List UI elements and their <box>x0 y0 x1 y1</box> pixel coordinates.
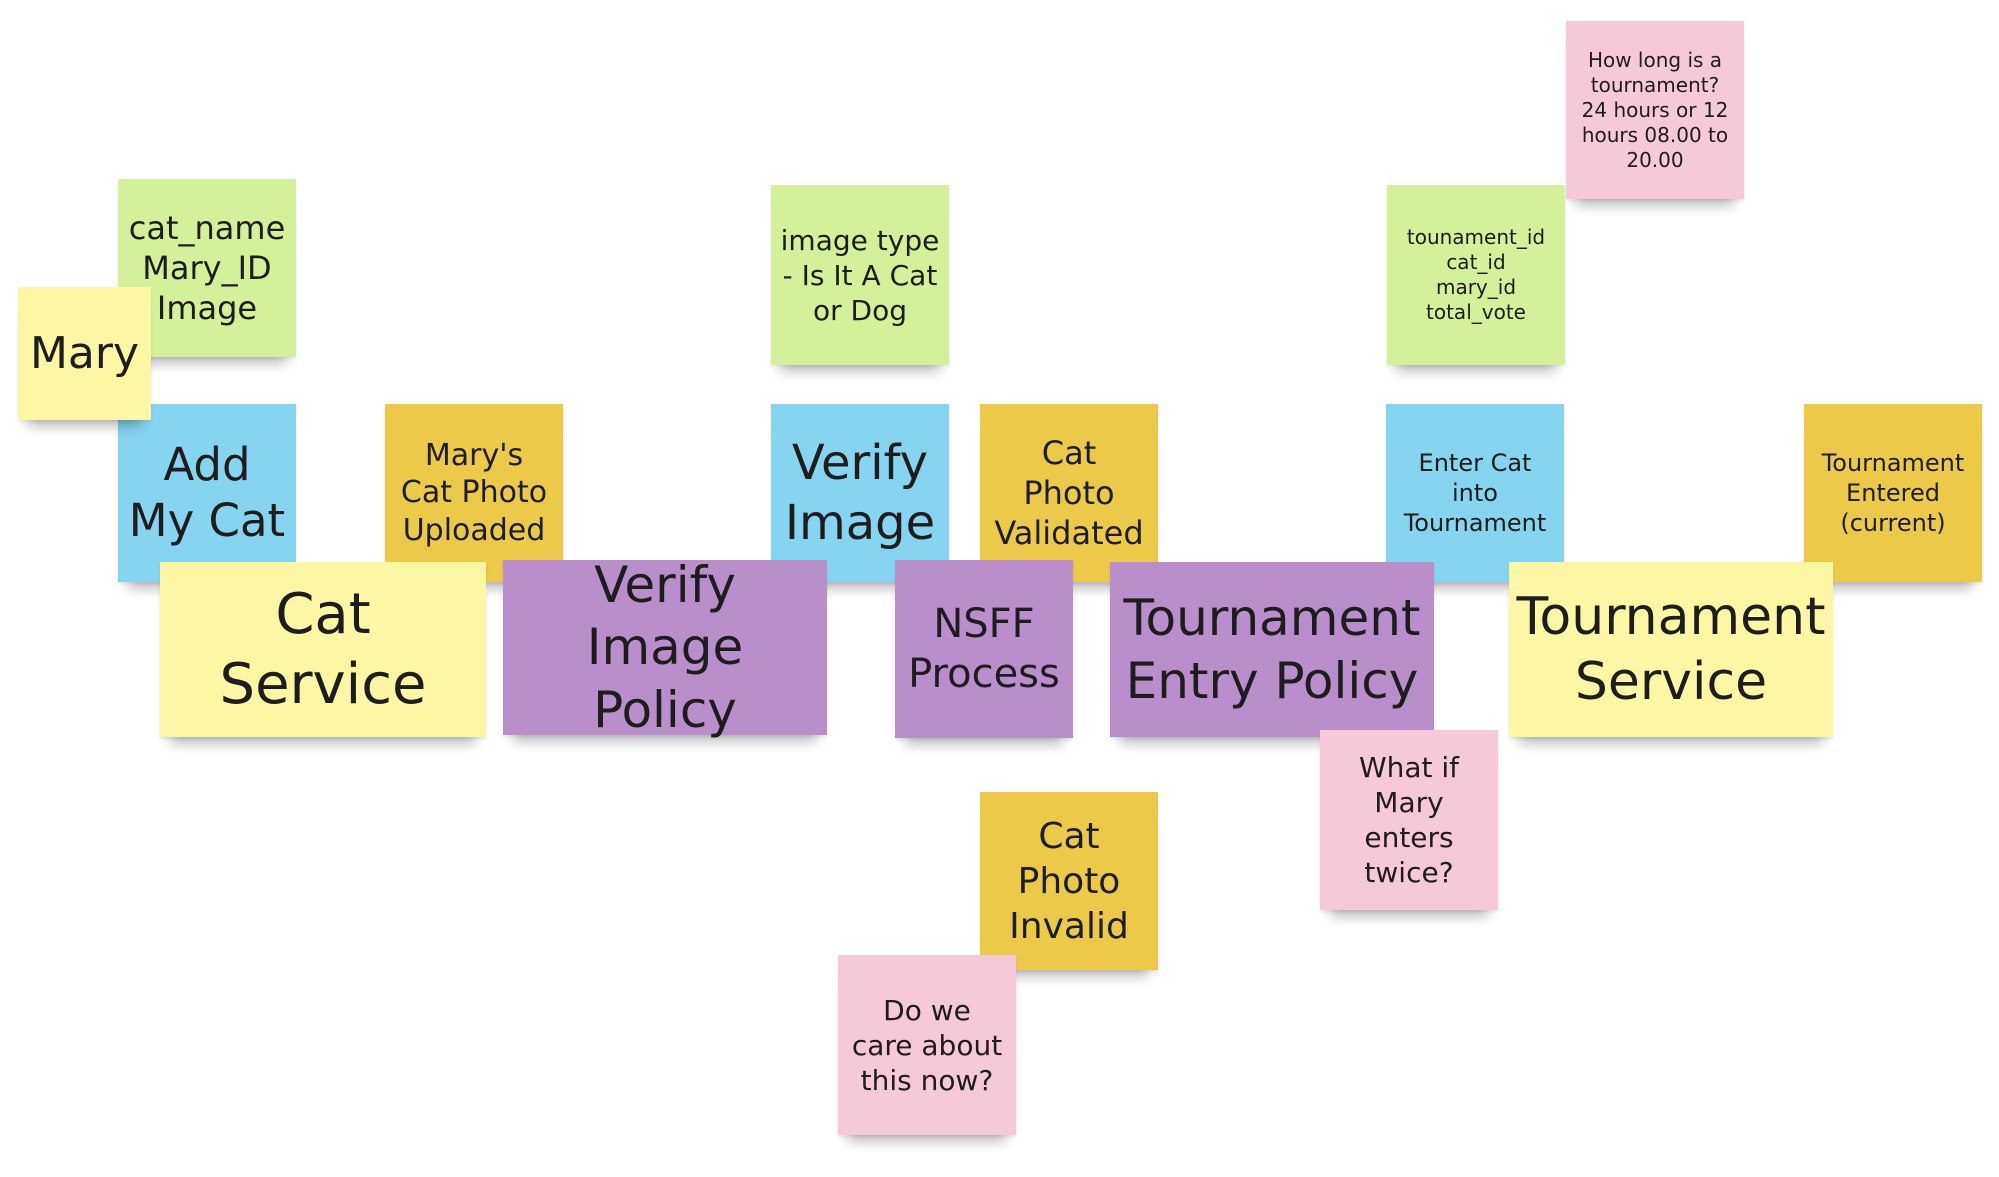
cat-photo-uploaded-event-note[interactable]: Mary's Cat Photo Uploaded <box>385 404 563 582</box>
tournament-entered-event-text: Tournament Entered (current) <box>1821 449 1965 537</box>
enters-twice-question-text: What if Mary enters twice? <box>1358 751 1460 889</box>
care-question-note[interactable]: Do we care about this now? <box>838 955 1016 1135</box>
verify-image-policy-note[interactable]: Verify Image Policy <box>503 556 827 739</box>
tournament-duration-question-text: How long is a tournament? 24 hours or 12… <box>1581 47 1729 172</box>
tournament-service-text: Tournament Service <box>1516 586 1826 712</box>
add-my-cat-command-note[interactable]: Add My Cat <box>118 404 296 582</box>
tournament-entry-policy-note[interactable]: Tournament Entry Policy <box>1110 562 1434 737</box>
cat-photo-validated-event-note[interactable]: Cat Photo Validated <box>980 404 1158 582</box>
image-type-data-note[interactable]: image type - Is It A Cat or Dog <box>771 185 949 365</box>
tournament-entry-policy-text: Tournament Entry Policy <box>1123 589 1421 710</box>
cat-photo-validated-event-text: Cat Photo Validated <box>994 434 1144 552</box>
verify-image-policy-text: Verify Image Policy <box>586 555 744 739</box>
enters-twice-question-note[interactable]: What if Mary enters twice? <box>1320 730 1498 910</box>
add-my-cat-command-text: Add My Cat <box>128 437 286 547</box>
tournament-service-note[interactable]: Tournament Service <box>1509 562 1833 737</box>
cat-data-text: cat_name Mary_ID Image <box>128 209 286 327</box>
tournament-entered-event-note[interactable]: Tournament Entered (current) <box>1804 404 1982 582</box>
mary-actor-note[interactable]: Mary <box>18 287 151 420</box>
nsff-process-note[interactable]: NSFF Process <box>895 560 1073 738</box>
cat-photo-uploaded-event-text: Mary's Cat Photo Uploaded <box>400 437 548 548</box>
verify-image-command-note[interactable]: Verify Image <box>771 404 949 582</box>
tournament-data-text: tounament_id cat_id mary_id total_vote <box>1406 225 1546 324</box>
cat-service-note[interactable]: Cat Service <box>160 562 486 737</box>
verify-image-command-text: Verify Image <box>784 435 936 551</box>
enter-cat-command-note[interactable]: Enter Cat into Tournament <box>1386 404 1564 582</box>
mary-actor-text: Mary <box>29 328 140 379</box>
cat-photo-invalid-event-text: Cat Photo Invalid <box>1009 815 1129 947</box>
enter-cat-command-text: Enter Cat into Tournament <box>1403 449 1547 537</box>
image-type-data-text: image type - Is It A Cat or Dog <box>780 223 940 327</box>
tournament-duration-question-note[interactable]: How long is a tournament? 24 hours or 12… <box>1566 21 1744 199</box>
tournament-data-note[interactable]: tounament_id cat_id mary_id total_vote <box>1387 185 1565 365</box>
nsff-process-text: NSFF Process <box>908 601 1060 697</box>
care-question-text: Do we care about this now? <box>851 993 1003 1097</box>
cat-service-text: Cat Service <box>219 581 427 717</box>
cat-photo-invalid-event-note[interactable]: Cat Photo Invalid <box>980 792 1158 970</box>
